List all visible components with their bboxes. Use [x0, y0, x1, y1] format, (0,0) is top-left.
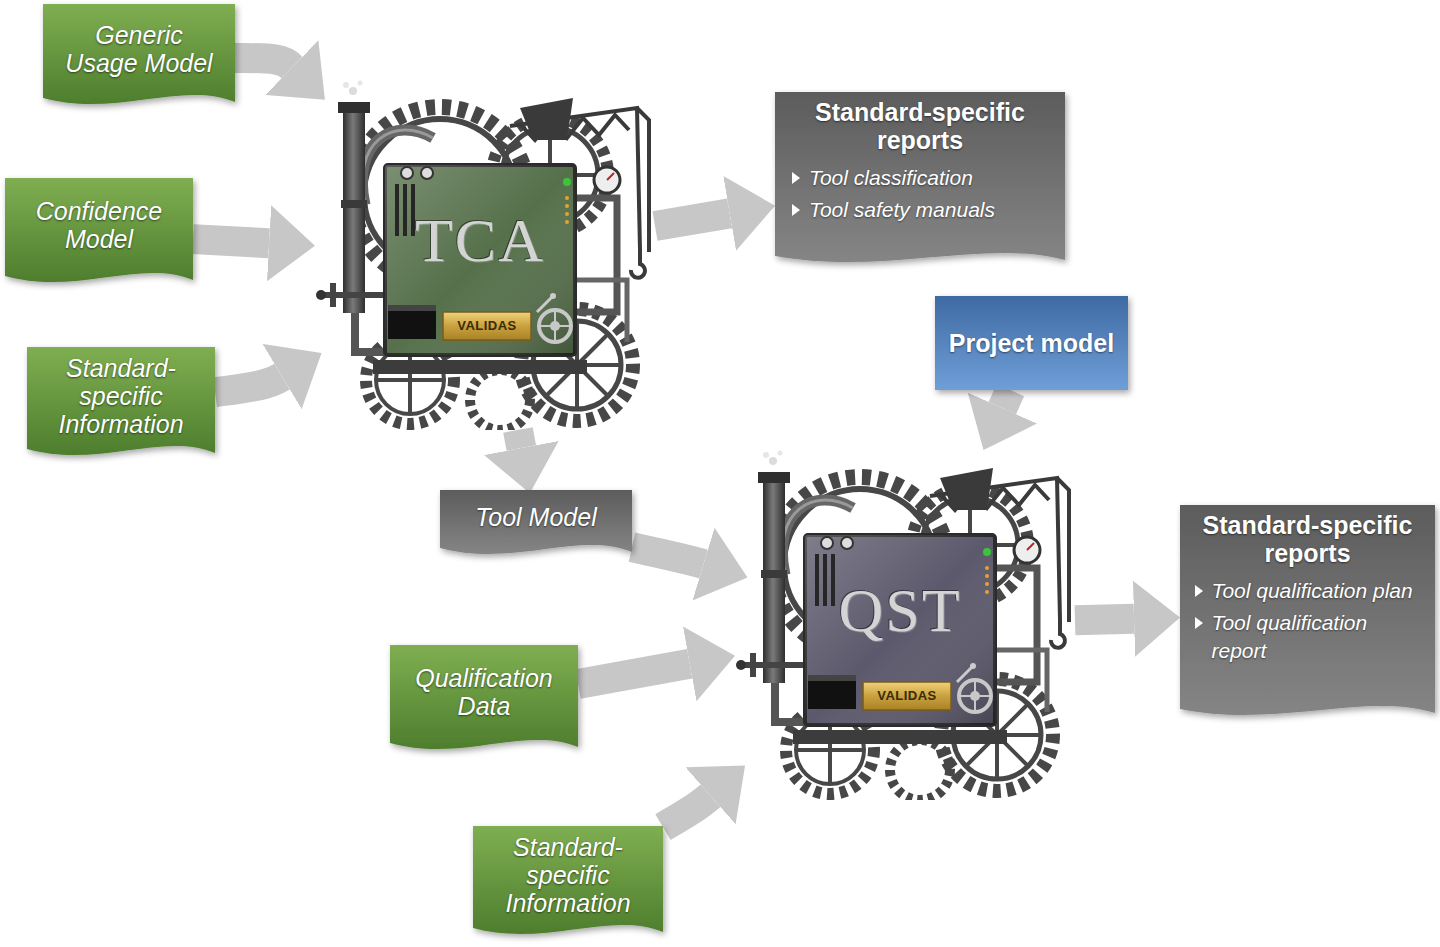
banner-outline	[440, 490, 632, 554]
banner-text: Standard-specific Information	[488, 833, 648, 917]
machine-title: TCA	[415, 205, 545, 276]
banner-text: Confidence Model	[24, 197, 174, 253]
flow-arrow	[1002, 390, 1010, 408]
report-item: Tool safety manuals	[789, 196, 1051, 224]
banner-outline	[390, 645, 578, 749]
banner-outline	[1180, 505, 1435, 715]
text-area: Confidence Model	[5, 178, 193, 272]
text-area: Standard-specific reportsTool qualificat…	[1180, 505, 1435, 705]
flow-arrow	[663, 796, 711, 827]
banner-outline	[5, 178, 193, 282]
report-item: Tool qualification report	[1192, 609, 1424, 665]
banner-outline	[473, 826, 663, 934]
text-area: TCA	[385, 165, 575, 315]
model-banner: Tool Model	[440, 490, 632, 562]
brand-plate-label: VALIDAS	[863, 687, 951, 705]
text-area: Project model	[935, 296, 1128, 390]
report-item: Tool qualification plan	[1192, 577, 1424, 605]
text-area: Tool Model	[440, 490, 632, 544]
brand-plate-label: VALIDAS	[443, 317, 531, 335]
flow-arrow	[518, 430, 521, 448]
report-box: Standard-specific reportsTool qualificat…	[1180, 505, 1435, 723]
banner-outline	[27, 347, 215, 455]
flow-arrow	[1075, 619, 1134, 621]
flow-arrow	[632, 547, 704, 564]
qst-machine-art	[736, 451, 1069, 801]
input-banner: Confidence Model	[5, 178, 193, 290]
flow-arrow	[235, 58, 292, 68]
input-banner: Standard-specific Information	[473, 826, 663, 942]
flow-arrow	[193, 239, 269, 243]
banner-text: Standard-specific Information	[41, 354, 201, 438]
tca-machine-art	[316, 81, 649, 431]
report-item: Tool classification	[789, 164, 1051, 192]
banner-text: Generic Usage Model	[64, 21, 214, 77]
banner-text: Qualification Data	[395, 664, 573, 720]
report-box: Standard-specific reportsTool classifica…	[775, 92, 1065, 270]
text-area: Generic Usage Model	[43, 4, 235, 94]
report-title: Standard-specific reports	[789, 98, 1051, 154]
input-banner: Standard-specific Information	[27, 347, 215, 463]
flow-arrow	[655, 213, 730, 226]
banner-outline	[775, 92, 1065, 262]
input-banner: Qualification Data	[390, 645, 578, 757]
machine-title: QST	[838, 575, 961, 646]
text-area: Standard-specific Information	[473, 826, 663, 924]
banner-outline	[935, 296, 1128, 390]
banner-text: Tool Model	[475, 503, 596, 531]
input-banner: Generic Usage Model	[43, 4, 235, 112]
banner-text: Project model	[949, 327, 1114, 360]
text-area: QST	[805, 535, 995, 685]
text-area: Qualification Data	[390, 645, 578, 739]
project-banner: Project model	[935, 296, 1128, 390]
flow-arrow	[578, 664, 690, 684]
text-area: Standard-specific reportsTool classifica…	[775, 92, 1065, 252]
tool-machine: TCA	[315, 80, 655, 430]
banner-outline	[43, 4, 235, 104]
text-area: Standard-specific Information	[27, 347, 215, 445]
flow-arrow	[215, 377, 282, 393]
report-title: Standard-specific reports	[1192, 511, 1424, 567]
tool-machine: QST	[735, 450, 1075, 800]
